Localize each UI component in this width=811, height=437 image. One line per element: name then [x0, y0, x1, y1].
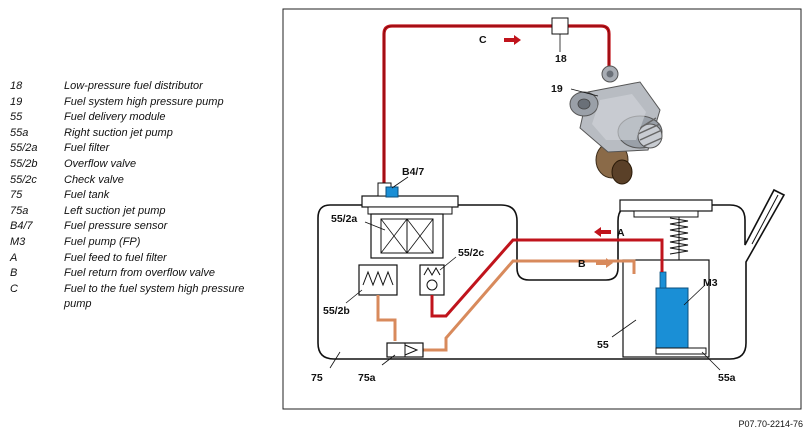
filter-cross — [406, 218, 434, 254]
pump-outlet — [659, 271, 667, 289]
label-75a: 75a — [358, 372, 376, 384]
figure-reference: P07.70-2214-76 — [738, 419, 803, 429]
label-b4-7: B4/7 — [402, 166, 424, 178]
high-pressure-line-outline — [383, 25, 610, 184]
jet-pump-55a — [655, 347, 707, 355]
flow-arrow-b — [596, 258, 613, 268]
diagram-frame — [282, 8, 802, 410]
label-75: 75 — [311, 372, 323, 384]
overflow-valve-spring — [362, 270, 394, 287]
flow-arrow-c — [504, 35, 521, 45]
label-c: C — [479, 34, 487, 46]
check-valve-spring — [423, 266, 441, 277]
high-pressure-pump — [569, 65, 663, 185]
fuel-distributor — [551, 17, 569, 35]
label-a: A — [617, 227, 625, 239]
left-flange — [361, 195, 459, 208]
filler-neck — [751, 194, 779, 245]
module-spring — [669, 217, 689, 255]
return-line — [376, 295, 397, 341]
feed-line-a — [430, 238, 664, 318]
label-m3: M3 — [703, 277, 718, 289]
check-valve-ball — [426, 279, 438, 291]
leader-line — [439, 256, 457, 271]
leader-line — [329, 351, 341, 369]
fuel-pump-m3 — [655, 287, 689, 349]
leader-line — [364, 221, 386, 231]
leader-line — [611, 319, 637, 338]
module-flange — [619, 199, 713, 212]
leader-line — [391, 176, 409, 189]
leader-line — [701, 351, 721, 371]
label-18: 18 — [555, 53, 567, 65]
label-55-2b: 55/2b — [323, 305, 350, 317]
flow-arrow-a — [594, 227, 611, 237]
leader-line — [683, 284, 706, 306]
suction-line — [423, 259, 636, 352]
leader-line — [345, 289, 363, 304]
leader-line — [570, 88, 599, 97]
leader-line — [381, 354, 396, 366]
label-19: 19 — [551, 83, 563, 95]
fuel-pressure-sensor — [385, 186, 399, 198]
module-flange-lower — [633, 210, 699, 218]
label-55-2a: 55/2a — [331, 213, 357, 225]
label-55a: 55a — [718, 372, 736, 384]
label-55: 55 — [597, 339, 609, 351]
label-55-2c: 55/2c — [458, 247, 484, 259]
label-b: B — [578, 258, 586, 270]
left-flange-lower — [367, 206, 453, 215]
filter-cross — [380, 218, 408, 254]
